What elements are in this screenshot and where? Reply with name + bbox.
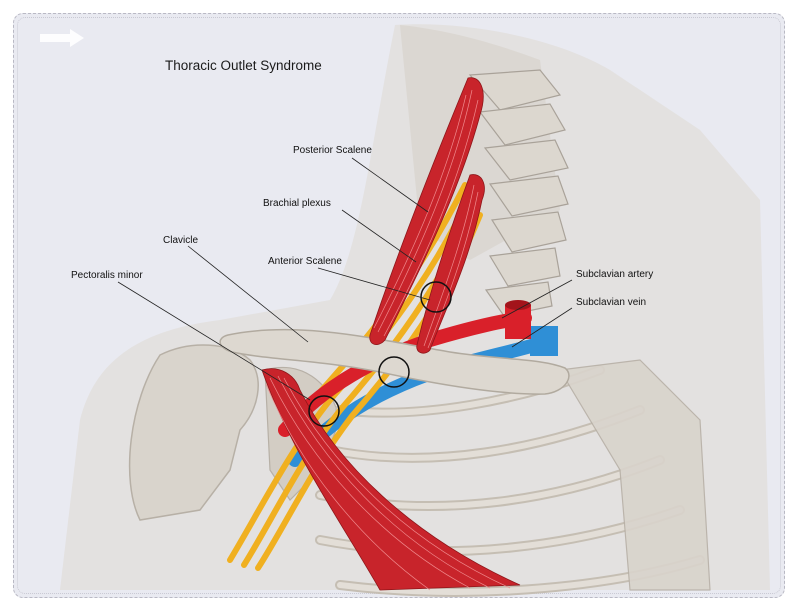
cervical-vertebrae xyxy=(468,69,569,317)
subclavian-vein-end xyxy=(530,326,558,356)
body-silhouette xyxy=(60,24,770,591)
label-posterior-scalene: Posterior Scalene xyxy=(293,145,372,156)
leader-lines xyxy=(117,157,573,401)
humerus-bone xyxy=(128,344,259,521)
label-subclavian-artery: Subclavian artery xyxy=(576,269,654,280)
pectoralis-minor-muscle xyxy=(261,368,521,591)
subclavian-artery-top xyxy=(505,300,531,310)
posterior-scalene-fibers xyxy=(373,89,479,337)
leader-subclavian-artery xyxy=(501,279,573,319)
label-pectoralis-minor: Pectoralis minor xyxy=(71,270,143,281)
compression-circle-clavicle xyxy=(378,356,410,388)
anterior-scalene-muscle xyxy=(416,174,485,354)
arrow-icon xyxy=(40,29,84,47)
leader-posterior-scalene xyxy=(351,157,429,213)
leader-subclavian-vein xyxy=(511,307,573,348)
leader-anterior-scalene xyxy=(317,267,431,301)
label-brachial-plexus: Brachial plexus xyxy=(263,198,331,209)
leader-brachial-plexus xyxy=(341,209,417,263)
leader-pectoralis-minor xyxy=(117,281,311,401)
sternum xyxy=(559,359,711,591)
compression-circle-pectoralis xyxy=(308,395,340,427)
clavicle-bone xyxy=(219,328,570,395)
label-clavicle: Clavicle xyxy=(163,235,199,246)
leader-clavicle xyxy=(187,245,309,343)
compression-circle-scalene xyxy=(420,281,452,313)
label-anterior-scalene: Anterior Scalene xyxy=(268,256,342,267)
pectoralis-minor-fibers xyxy=(265,375,511,591)
label-subclavian-vein: Subclavian vein xyxy=(576,297,647,308)
diagram-title: Thoracic Outlet Syndrome xyxy=(165,58,322,73)
anterior-scalene-fibers xyxy=(423,184,479,349)
subclavian-artery-end xyxy=(505,305,531,339)
